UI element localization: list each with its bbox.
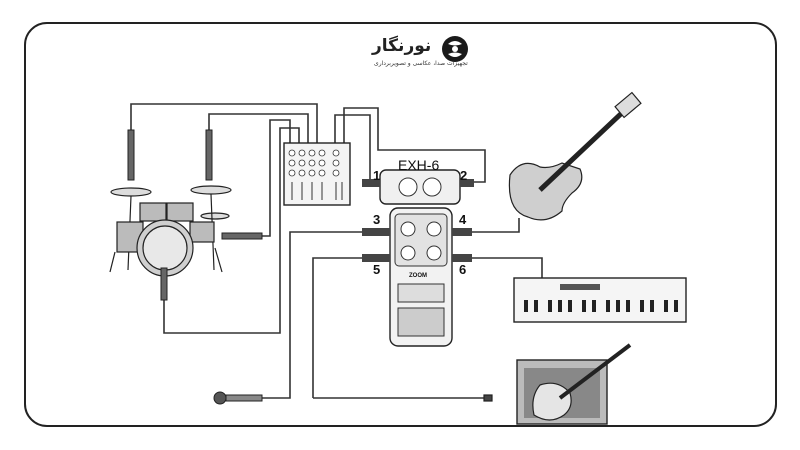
cable-bass-to-port4: [472, 218, 520, 233]
exh6-module: [362, 169, 474, 205]
keyboard-synth: [513, 277, 687, 323]
port-label-6: 6: [459, 262, 467, 277]
cable-overhead-right: [208, 113, 309, 143]
cable-kick-mic: [163, 127, 300, 334]
nourangar-logo-icon: [442, 36, 468, 62]
snare-mic: [221, 232, 263, 240]
overhead-mic-left: [127, 129, 135, 181]
port-label-1: 1: [373, 168, 381, 183]
port-label-4: 4: [459, 212, 467, 227]
device-model-label: EXH-6: [398, 157, 440, 173]
port-label-5: 5: [373, 262, 381, 277]
drum-kit: [109, 185, 232, 277]
cable-amp-to-port5: [312, 257, 362, 398]
logo-name: نورنگار: [372, 36, 432, 56]
port-label-2: 2: [460, 168, 468, 183]
cable-keyboard-to-port6: [472, 257, 543, 278]
cable-mic-to-port3: [262, 231, 362, 399]
bass-guitar: [508, 91, 642, 221]
kick-mic: [160, 267, 168, 301]
zoom-recorder: [362, 207, 472, 347]
logo-tagline: تجهیزات صدا، عکاسی و تصویربرداری: [374, 60, 468, 67]
recorder-brand-label: ZOOM: [409, 273, 427, 279]
mixer: [283, 142, 351, 206]
cable-overhead-left: [130, 103, 318, 143]
cable-mixer-to-port2: [343, 107, 486, 183]
overhead-mic-right: [205, 129, 213, 181]
port-label-3: 3: [373, 212, 381, 227]
vocal-microphone: [213, 391, 263, 405]
electric-guitar: [483, 343, 632, 421]
